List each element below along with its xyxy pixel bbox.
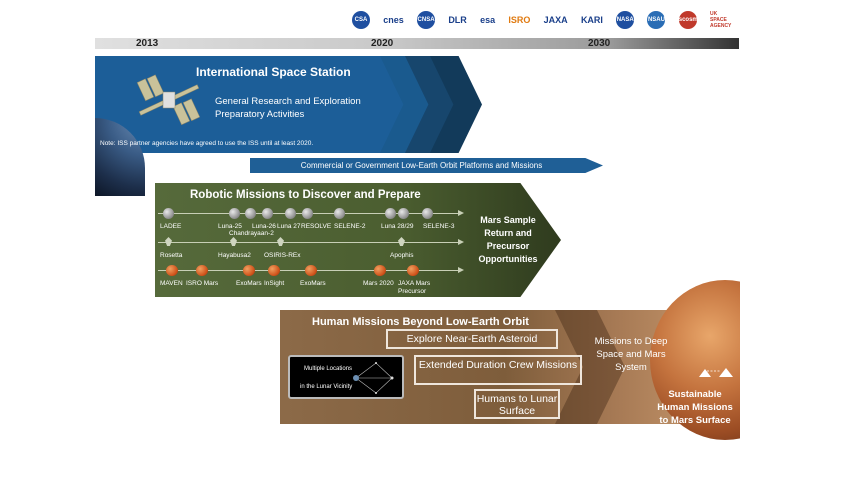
mission-chandrayaan-2: Chandrayaan-2 <box>229 230 274 237</box>
spacecraft-icon <box>398 237 405 246</box>
moon-icon <box>262 208 273 219</box>
mission-ladee: LADEE <box>160 223 182 230</box>
moon-icon <box>422 208 433 219</box>
mission-luna-25: Luna-25 <box>218 223 242 230</box>
moon-icon <box>245 208 256 219</box>
spacecraft-icon <box>165 237 172 246</box>
timeline-bar <box>95 38 739 49</box>
iss-title: International Space Station <box>196 65 351 79</box>
uk-space-agency-logo: UK SPACE AGENCY <box>710 11 732 29</box>
robotic-band <box>155 183 561 297</box>
year-2020: 2020 <box>371 38 394 49</box>
iss-note: Note: ISS partner agencies have agreed t… <box>100 140 314 147</box>
mission-isro-mars: ISRO Mars <box>186 280 219 287</box>
human-title: Human Missions Beyond Low-Earth Orbit <box>312 316 529 328</box>
isro-logo: ISRO <box>508 15 531 25</box>
spacecraft-icon <box>277 237 284 246</box>
moon-icon <box>163 208 174 219</box>
mars-icon <box>374 265 386 276</box>
mars-icon <box>407 265 419 276</box>
lunar-orbit-diagram <box>353 362 394 394</box>
sustainable-mars-label: Sustainable Human Missions to Mars Surfa… <box>657 389 733 426</box>
mission-apophis: Apophis <box>390 252 414 259</box>
mars-icon <box>268 265 280 276</box>
mission-rosetta: Rosetta <box>160 252 183 259</box>
mission-osiris-rex: OSIRIS-REx <box>264 252 301 259</box>
cnsa-logo: CNSA <box>417 11 436 29</box>
mission-exomars-2: ExoMars <box>300 280 326 287</box>
robotic-title: Robotic Missions to Discover and Prepare <box>190 189 421 201</box>
mission-insight: InSight <box>264 280 285 287</box>
mission-selene-2: SELENE-2 <box>334 223 366 230</box>
mars-icon <box>166 265 178 276</box>
csa-logo: CSA <box>352 11 370 29</box>
mission-selene-3: SELENE-3 <box>423 223 455 230</box>
box-humans-lunar-surface: Humans to Lunar Surface <box>474 389 560 419</box>
year-2013: 2013 <box>136 38 159 49</box>
box-extended-duration-crew: Extended Duration Crew Missions <box>414 355 582 385</box>
mission-hayabusa2: Hayabusa2 <box>218 252 251 259</box>
lunar-vicinity-box: Multiple Locations in the Lunar Vicinity <box>288 355 404 399</box>
moon-icon <box>398 208 409 219</box>
mars-icon <box>196 265 208 276</box>
box-near-earth-asteroid: Explore Near-Earth Asteroid <box>386 329 558 349</box>
mission-resolve: RESOLVE <box>301 223 332 230</box>
cnes-logo: cnes <box>383 15 404 25</box>
asteroid-track <box>158 239 464 245</box>
mission-exomars: ExoMars <box>236 280 262 287</box>
agency-logos: CSA cnes CNSA DLR esa ISRO JAXA KARI NAS… <box>352 8 732 32</box>
jaxa-logo: JAXA <box>543 15 568 25</box>
iss-band <box>95 56 385 153</box>
roscosmos-logo: Roscosmos <box>671 11 705 29</box>
spacecraft-icon <box>230 237 237 246</box>
mission-luna-28-29: Luna 28/29 <box>381 223 414 230</box>
mission-maven: MAVEN <box>160 280 183 287</box>
moon-icon <box>229 208 240 219</box>
iss-station-image <box>136 74 201 126</box>
mission-jaxa-mars-precursor: JAXA Mars Precursor <box>398 280 431 295</box>
year-2030: 2030 <box>588 38 611 49</box>
dlr-logo: DLR <box>448 15 467 25</box>
mars-icon <box>243 265 255 276</box>
nsau-logo: NSAU <box>647 11 666 29</box>
mission-luna-26: Luna-26 <box>252 223 276 230</box>
leo-platforms-arrow: Commercial or Government Low-Earth Orbit… <box>250 158 603 173</box>
nasa-logo: NASA <box>616 11 635 29</box>
mission-luna-27: Luna 27 <box>277 223 301 230</box>
moon-icon <box>285 208 296 219</box>
robotic-destination: Mars Sample Return and Precursor Opportu… <box>478 215 538 264</box>
esa-logo: esa <box>480 15 496 25</box>
mission-mars-2020: Mars 2020 <box>363 280 394 287</box>
lunar-vicinity-label-1: Multiple Locations <box>304 366 353 372</box>
moon-icon <box>334 208 345 219</box>
moon-icon <box>385 208 396 219</box>
deep-space-label: Missions to Deep Space and Mars System <box>594 336 668 373</box>
lunar-vicinity-label-2: in the Lunar Vicinity <box>300 384 353 390</box>
iss-subtitle: General Research and Exploration Prepara… <box>215 96 361 120</box>
mars-icon <box>305 265 317 276</box>
mars-lander-icon <box>699 368 733 377</box>
kari-logo: KARI <box>580 15 603 25</box>
moon-icon <box>302 208 313 219</box>
